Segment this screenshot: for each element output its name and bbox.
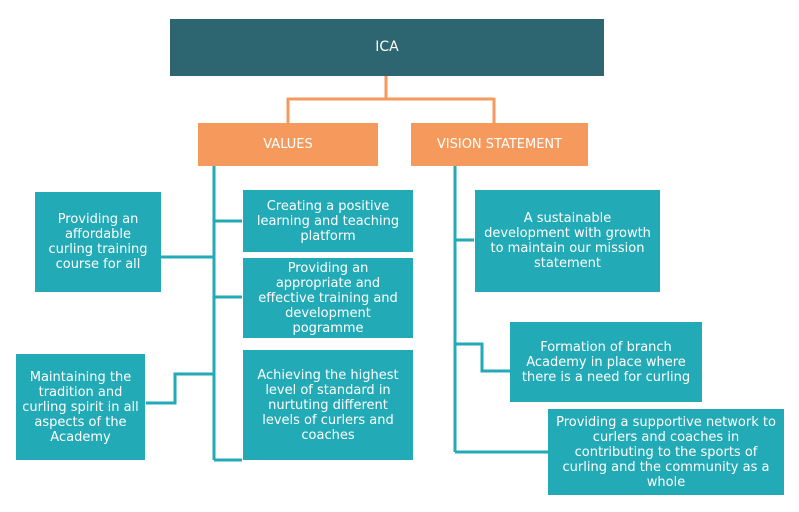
values-header: VALUES	[263, 137, 313, 152]
values-item-positive-platform: Creating a positive learning and teachin…	[243, 190, 413, 252]
values-item-text: Providing an affordable curling training…	[48, 212, 148, 272]
values-item-text: Achieving the highest level of standard …	[257, 367, 399, 443]
vision-item-text: Formation of branch Academy in place whe…	[521, 339, 691, 385]
values-item-text: Providing an appropriate and effective t…	[258, 260, 398, 336]
values-item-text: Maintaining the tradition and curling sp…	[22, 369, 139, 445]
values-item-text: Creating a positive learning and teachin…	[256, 198, 400, 244]
values-item-highest-standard: Achieving the highest level of standard …	[243, 350, 413, 460]
vision-branch-2	[455, 342, 510, 373]
vision-item-branch-academy: Formation of branch Academy in place whe…	[510, 322, 702, 402]
values-left-branch-2	[146, 372, 214, 405]
vision-item-text: A sustainable development with growth to…	[484, 211, 651, 271]
vision-item-sustainable-development: A sustainable development with growth to…	[475, 190, 660, 292]
values-item-training-programme: Providing an appropriate and effective t…	[243, 258, 413, 338]
values-item-affordable-training: Providing an affordable curling training…	[35, 192, 161, 292]
vision-header: VISION STATEMENT	[436, 137, 563, 152]
ica-title-box: ICA	[170, 19, 604, 76]
values-item-tradition: Maintaining the tradition and curling sp…	[16, 354, 145, 460]
vision-item-supportive-network: Providing a supportive network to curler…	[548, 409, 784, 495]
values-header-box: VALUES	[198, 123, 378, 166]
vision-item-text: Providing a supportive network to curler…	[556, 414, 776, 490]
ica-title: ICA	[375, 39, 399, 55]
vision-header-box: VISION STATEMENT	[411, 123, 588, 166]
